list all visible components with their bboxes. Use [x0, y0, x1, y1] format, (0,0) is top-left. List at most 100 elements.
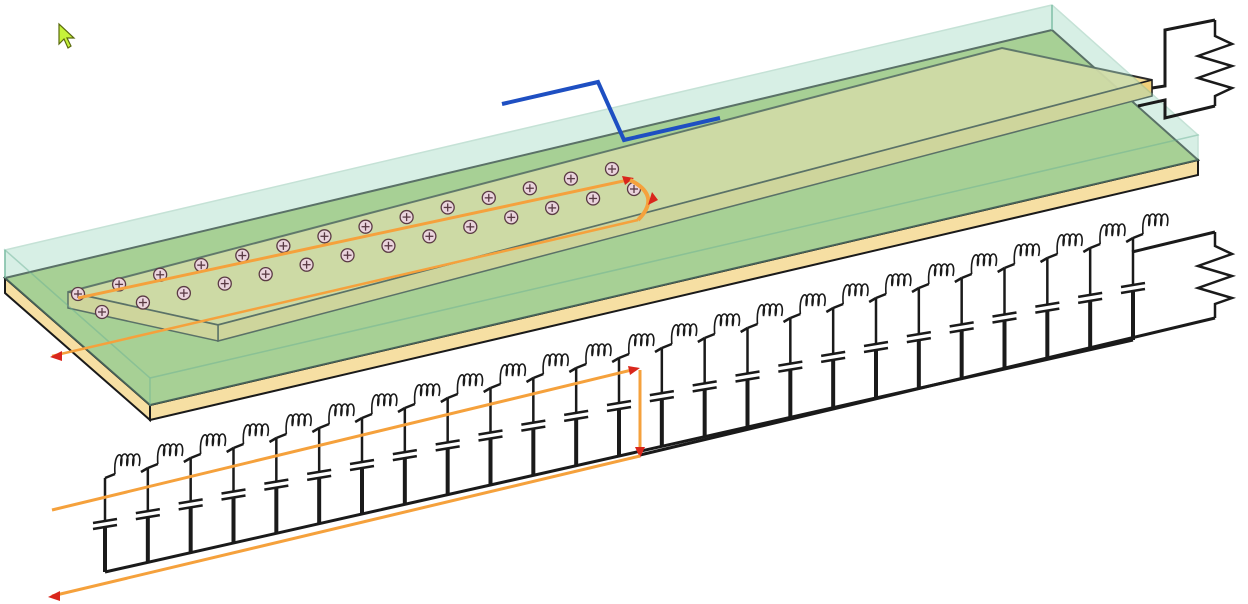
- inductor-coil-icon: [532, 353, 577, 380]
- capacitor-icon: [735, 328, 760, 427]
- step-voltage-pulse: [501, 79, 721, 143]
- inductor-coil-icon: [404, 383, 449, 410]
- inductor-coil-icon: [918, 263, 963, 290]
- board-current-path: [50, 176, 658, 361]
- plus-charge-icon: [135, 295, 151, 310]
- capacitor-icon: [649, 348, 675, 447]
- inductor-coil-icon: [318, 403, 363, 430]
- microstrip-board: [2, 4, 1201, 423]
- inductor-coil-icon: [618, 333, 663, 360]
- termination-wire: [1151, 18, 1216, 90]
- capacitor-icon: [820, 308, 846, 408]
- capacitor-icon: [306, 428, 332, 524]
- plus-charge-icon: [194, 258, 209, 273]
- capacitor-icon: [606, 358, 632, 456]
- ladder-forward-arrowhead: [628, 366, 640, 375]
- capacitor-icon: [349, 418, 375, 514]
- plus-charge-icon: [235, 248, 250, 263]
- inductor-coil-icon: [704, 313, 749, 340]
- cover-layer-top: [3, 4, 1200, 379]
- lumped-element-ladder: [92, 213, 1169, 574]
- inductor-coil-icon: [875, 273, 920, 300]
- signal-strip-front: [67, 291, 219, 342]
- capacitor-icon: [92, 478, 118, 572]
- inductor-coil-icon: [233, 423, 277, 450]
- capacitor-icon: [1120, 238, 1146, 340]
- plus-charge-icon: [522, 181, 537, 196]
- inductor-coil-icon: [832, 283, 877, 310]
- capacitor-icon: [264, 438, 289, 534]
- ladder-return-current: [51, 454, 641, 598]
- ladder-turnaround-arrowhead: [635, 447, 645, 458]
- capacitor-icon: [521, 378, 546, 476]
- termination-wire: [639, 316, 1216, 457]
- termination-wire: [1137, 98, 1216, 120]
- plus-charge-icon: [299, 257, 314, 272]
- cover-layer-side: [149, 134, 1199, 406]
- inductor-coil-icon: [575, 343, 620, 370]
- plus-charge-icon: [463, 219, 478, 234]
- plus-charge-icon: [563, 171, 579, 186]
- inductor-coil-icon: [104, 453, 149, 480]
- ladder-current-path: [48, 366, 645, 601]
- capacitor-icon: [692, 338, 717, 437]
- plus-charge-icon: [545, 200, 560, 216]
- capacitor-icon: [949, 278, 974, 379]
- plus-charge-icon: [381, 238, 396, 253]
- plus-charge-icon: [481, 190, 496, 205]
- plus-charge-icon: [604, 161, 620, 177]
- capacitor-icon: [1077, 248, 1103, 350]
- plus-charge-icon: [504, 210, 519, 225]
- capacitor-icon: [778, 318, 803, 418]
- inductor-coil-icon: [147, 443, 192, 470]
- plus-charge-icon: [358, 219, 373, 234]
- plus-charge-icon: [340, 248, 355, 263]
- capacitor-icon: [221, 448, 246, 543]
- inductor-coil-icon: [190, 433, 235, 460]
- plus-charge-icon: [585, 191, 601, 206]
- capacitor-icon: [906, 288, 932, 389]
- plus-charge-icon: [276, 238, 291, 254]
- capacitor-icon: [392, 408, 418, 505]
- capacitor-icon: [478, 388, 503, 485]
- charge-markers: [70, 161, 642, 320]
- inductor-coil-icon: [1004, 243, 1048, 270]
- forward-current-line: [77, 178, 629, 300]
- ladder-forward-current: [51, 367, 637, 512]
- plus-charge-icon: [422, 229, 437, 244]
- capacitor-icon: [563, 368, 589, 466]
- current-turnaround: [629, 178, 651, 222]
- capacitor-icon: [135, 468, 161, 563]
- inductor-coil-icon: [961, 253, 1006, 280]
- board-termination: [1137, 18, 1237, 120]
- ladder-return-arrowhead: [48, 591, 60, 601]
- plus-charge-icon: [317, 229, 332, 244]
- plus-charge-icon: [176, 285, 191, 301]
- ladder-termination: [639, 230, 1237, 457]
- inductor-coil-icon: [661, 323, 706, 350]
- return-current-line: [51, 218, 639, 358]
- turnaround-arrowhead: [648, 192, 658, 205]
- plus-charge-icon: [399, 209, 414, 225]
- termination-wire: [1131, 230, 1216, 254]
- resistor-zigzag-icon: [1193, 20, 1237, 106]
- return-current-arrowhead: [50, 351, 62, 361]
- plus-charge-icon: [440, 200, 455, 215]
- capacitor-icon: [435, 398, 460, 495]
- forward-current-arrowhead: [622, 176, 634, 185]
- capacitor-icon: [863, 298, 889, 398]
- inductor-coil-icon: [1046, 233, 1091, 260]
- inductor-coil-icon: [747, 303, 791, 330]
- plus-charge-icon: [94, 304, 110, 320]
- inductor-coil-icon: [275, 413, 320, 440]
- inductor-coil-icon: [789, 293, 834, 320]
- capacitor-icon: [178, 458, 203, 553]
- inductor-coil-icon: [490, 363, 534, 390]
- pointer-arrow-icon: [58, 22, 76, 49]
- inductor-coil-icon: [1132, 213, 1169, 240]
- inductor-coil-icon: [361, 393, 406, 420]
- plus-charge-icon: [258, 267, 273, 282]
- capacitor-icon: [992, 268, 1017, 369]
- inductor-coil-icon: [447, 373, 492, 400]
